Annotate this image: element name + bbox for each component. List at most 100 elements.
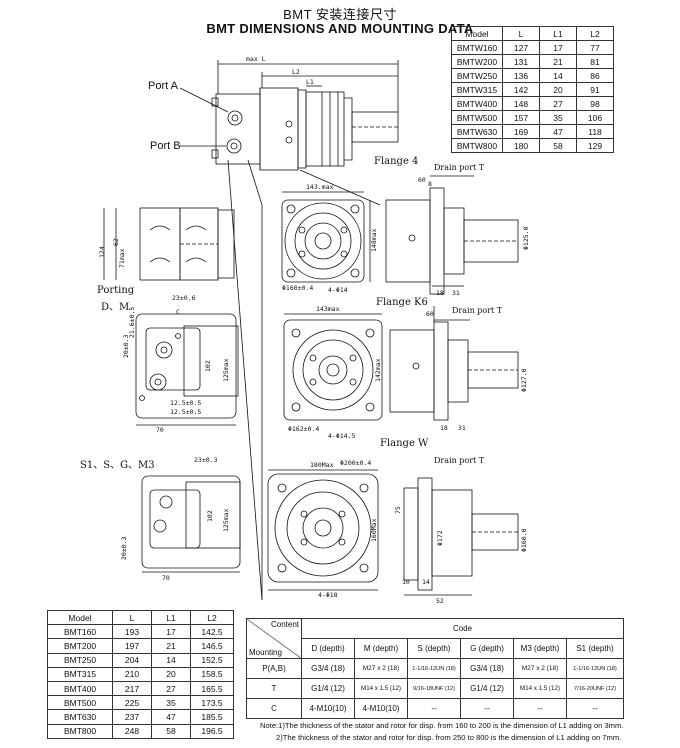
porting-s-view (141, 475, 241, 569)
flange-4-front-view (281, 199, 365, 283)
header-l: L (502, 26, 540, 41)
table-cell: 20 (539, 82, 577, 97)
table-cell: 197 (112, 638, 152, 654)
table-cell: 98 (576, 96, 614, 111)
label-drain-port-k6: Drain port T (452, 306, 503, 315)
table-cell: BMTW630 (451, 124, 503, 139)
dim-max-l: max L (246, 55, 266, 63)
table-cell: 169 (502, 124, 540, 139)
table-cell: BMT500 (47, 695, 113, 711)
table-cell: -- (460, 698, 514, 719)
dim-21-6: 21.6±0.5 (128, 307, 136, 338)
corner-content-label: Content (270, 620, 299, 629)
dim-10: 10 (402, 578, 410, 586)
code-header: Code (301, 618, 624, 639)
dim-70-s: 70 (162, 574, 170, 582)
dim-52: 52 (436, 597, 444, 605)
dim-c: C (176, 308, 180, 316)
table-cell: 210 (112, 666, 152, 682)
header-l: L (112, 609, 152, 626)
dim-l2: L2 (292, 68, 300, 76)
dim-d125: Φ125.0 (522, 226, 530, 250)
motor-side-view-top (211, 87, 399, 171)
dim-d160-w: Φ160.0 (520, 528, 528, 552)
header-l1: L1 (151, 609, 191, 626)
dim-d160: Φ160±0.4 (282, 284, 313, 292)
table-cell: 58 (539, 138, 577, 153)
header-model: Model (47, 609, 113, 626)
table-header-row: D (depth) M (depth) S (depth) G (depth) … (247, 638, 624, 659)
corner-header-cell: Content Mounting (246, 618, 302, 659)
title-english: BMT DIMENSIONS AND MOUNTING DATA (206, 21, 474, 36)
row-label: T (246, 678, 302, 699)
porting-side-view (139, 207, 235, 281)
label-port-a: Port A (148, 80, 178, 92)
table-cell: 142.5 (190, 624, 234, 640)
table-cell: BMT400 (47, 680, 113, 697)
table-cell: 148 (502, 96, 540, 111)
table-cell: 142 (502, 82, 540, 97)
table-cell: 185.5 (190, 709, 234, 725)
label-drain-port-f4: Drain port T (434, 163, 485, 172)
table-cell: 217 (112, 680, 152, 697)
row-label: P(A,B) (246, 658, 302, 679)
table-cell: 131 (502, 54, 540, 69)
dim-125max: 125max (222, 358, 230, 382)
table-cell: 27 (539, 96, 577, 111)
table-cell: M14 x 1.5 (12) (354, 678, 408, 699)
table-cell: BMTW315 (451, 82, 503, 97)
table-cell: M27 x 2 (18) (513, 658, 567, 679)
table-cell: BMT315 (47, 666, 113, 682)
dim-125max-s: 125max (222, 508, 230, 532)
label-flange-k6: Flange K6 (376, 297, 428, 308)
table-cell: BMTW250 (451, 68, 503, 83)
dim-20: 20±0.3 (122, 334, 130, 358)
dim-d162: Φ162±0.4 (288, 425, 319, 433)
table-cell: 14 (151, 652, 191, 668)
table-cell: 4-M10(10) (301, 698, 355, 719)
table-cell: M27 x 2 (18) (354, 658, 408, 679)
flange-w-front-view (267, 473, 379, 583)
table-cell: 86 (576, 68, 614, 83)
table-cell: BMT250 (47, 652, 113, 668)
table-cell: BMT160 (47, 624, 113, 640)
dim-143max: 143.max (306, 183, 333, 191)
table-cell: 91 (576, 82, 614, 97)
dim-102: 102 (204, 360, 212, 372)
table-cell: 7/16-20UNF (12) (566, 678, 624, 699)
table-cell: 4-M10(10) (354, 698, 408, 719)
table-cell: G1/4 (12) (460, 678, 514, 699)
table-cell: 35 (151, 695, 191, 711)
table-cell: 158.5 (190, 666, 234, 682)
header-l2: L2 (190, 609, 234, 626)
table-cell: 225 (112, 695, 152, 711)
table-header-row: Model L L1 L2 (451, 26, 614, 41)
dim-180max: 180Max (310, 461, 334, 469)
header-m3: M3 (depth) (513, 638, 567, 659)
table-cell: 118 (576, 124, 614, 139)
header-s1: S1 (depth) (566, 638, 624, 659)
table-cell: 248 (112, 723, 152, 739)
label-porting-s: S1、S、G、M3 (80, 460, 155, 471)
dim-124: 124 (98, 246, 106, 258)
dim-8: 8 (428, 180, 432, 188)
table-header-row: Content Mounting Code (246, 618, 624, 659)
table-cell: G3/4 (18) (460, 658, 514, 679)
table-cell: 9/16-18UNF (12) (407, 678, 461, 699)
table-cell: 58 (151, 723, 191, 739)
dim-142max: 142max (374, 358, 382, 382)
dim-18: 18 (436, 289, 444, 297)
table-cell: BMT630 (47, 709, 113, 725)
dim-23-3: 23±0.3 (194, 456, 218, 464)
table-cell: 173.5 (190, 695, 234, 711)
